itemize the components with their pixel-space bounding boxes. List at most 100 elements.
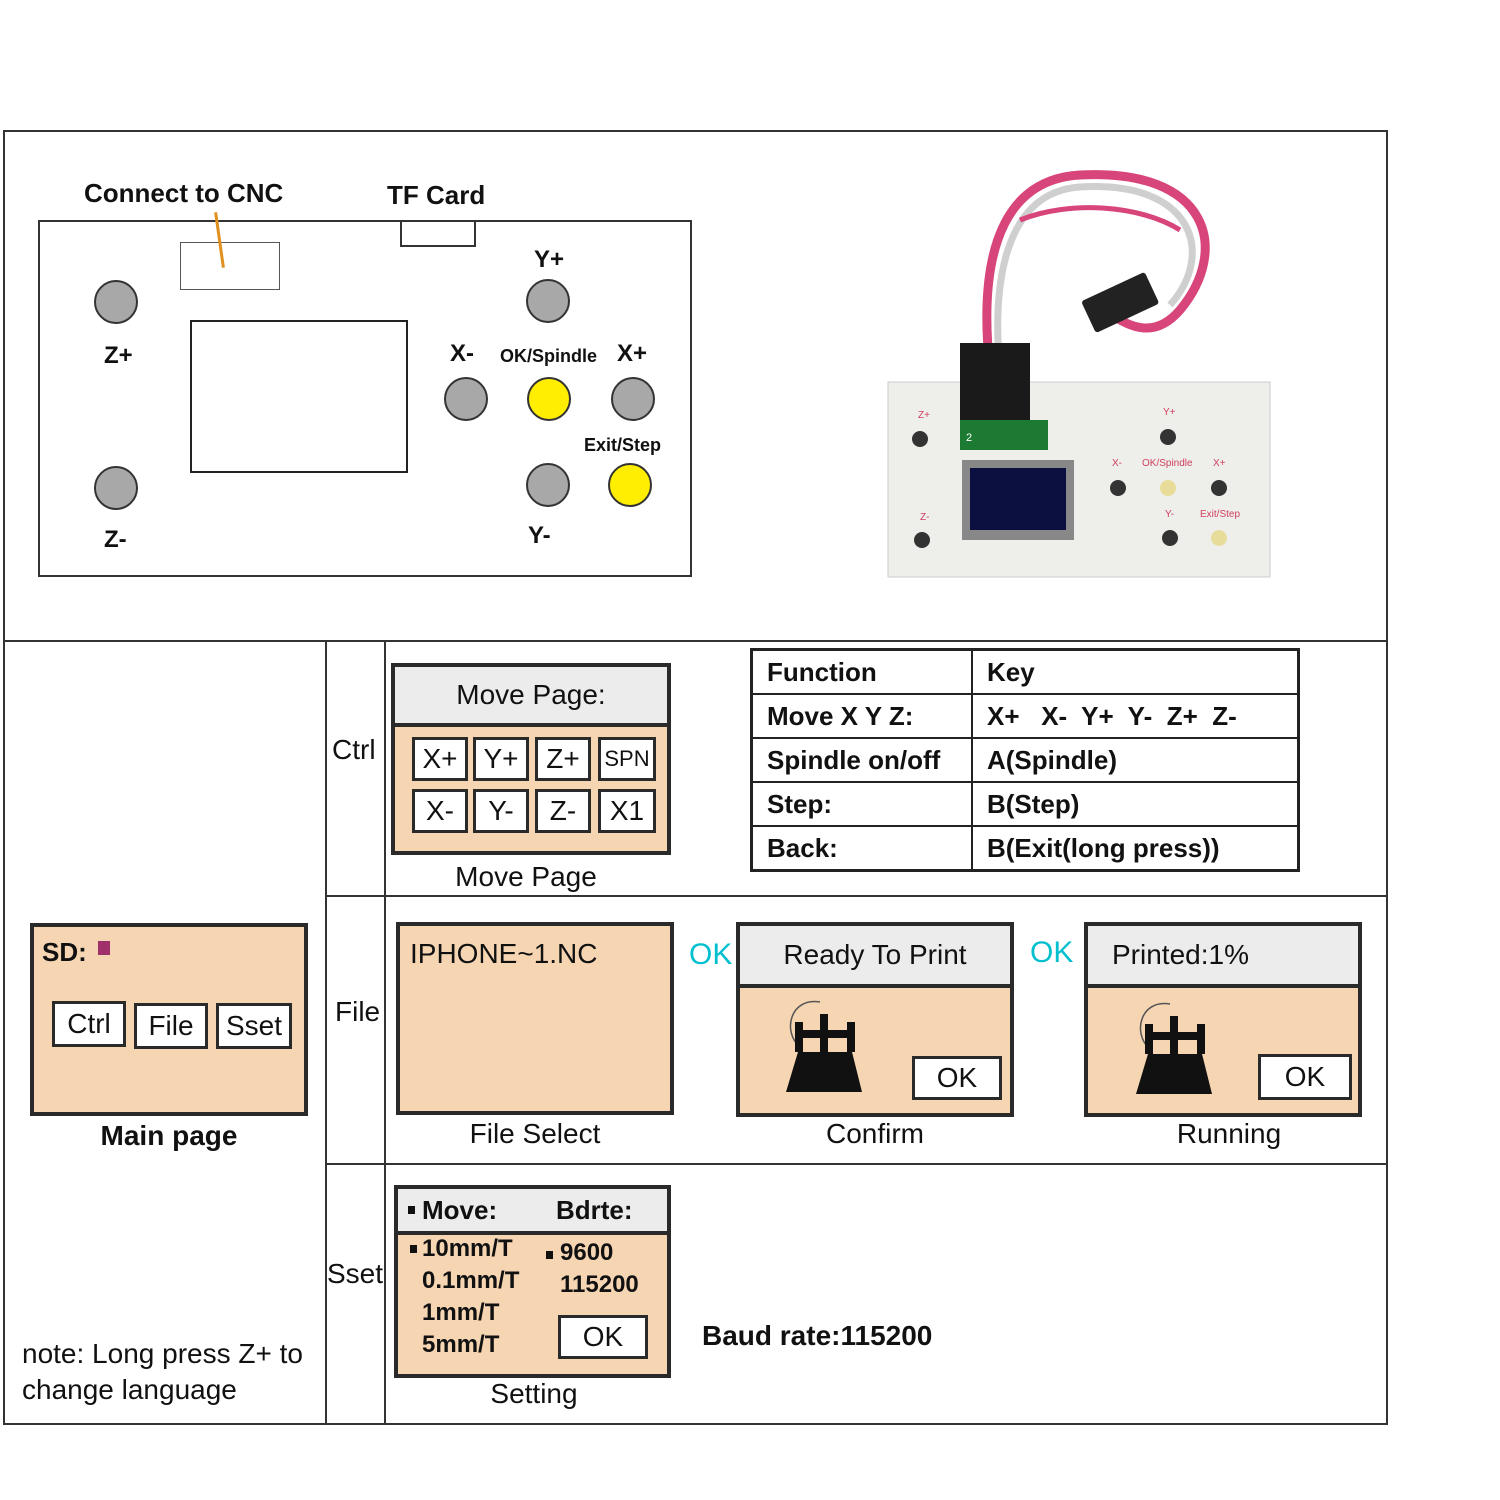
photo-z-minus-button	[914, 532, 930, 548]
x-plus-button	[611, 377, 655, 421]
grid-line	[325, 640, 327, 1425]
table-cell: B(Step)	[971, 781, 1300, 827]
move-option[interactable]: 0.1mm/T	[422, 1267, 520, 1294]
move-selected-marker	[408, 1206, 415, 1214]
ribbon-cable	[982, 170, 1210, 371]
baud-option[interactable]: 115200	[560, 1271, 639, 1298]
ok-transition-1: OK	[689, 938, 733, 971]
table-row: Step: B(Step)	[750, 781, 1300, 827]
setting-ok-button[interactable]: OK	[558, 1315, 648, 1359]
table-cell: Step:	[750, 781, 973, 827]
y-plus-label: Y+	[534, 246, 565, 273]
table-header-function: Function	[750, 648, 973, 695]
table-cell: A(Spindle)	[971, 737, 1300, 783]
lcd-screen-outline	[190, 320, 408, 473]
x-minus-button	[444, 377, 488, 421]
table-row: Back: B(Exit(long press))	[750, 825, 1300, 872]
sd-label: SD:	[42, 937, 87, 967]
table-cell: X+ X- Y+ Y- Z+ Z-	[971, 693, 1300, 739]
baud-option[interactable]: 9600	[560, 1239, 614, 1266]
main-page-caption: Main page	[100, 1120, 238, 1151]
grid-line	[384, 640, 386, 1425]
section-divider	[3, 640, 1388, 642]
ok-transition-2: OK	[1030, 936, 1074, 969]
z-minus-button	[94, 466, 138, 510]
table-header-key: Key	[971, 648, 1300, 695]
row-label-sset: Sset	[327, 1258, 384, 1289]
photo-y-plus-label: Y+	[1163, 407, 1176, 418]
key-z-plus[interactable]: Z+	[535, 737, 591, 781]
controller-board-diagram	[38, 220, 692, 577]
note-line-2: change language	[22, 1374, 237, 1405]
z-plus-button	[94, 280, 138, 324]
bdrte-label: Bdrte:	[556, 1195, 633, 1225]
table-header-row: Function Key	[750, 648, 1300, 695]
y-minus-button	[526, 463, 570, 507]
y-plus-button	[526, 279, 570, 323]
tf-card-slot	[400, 221, 476, 247]
move-page-caption: Move Page	[455, 861, 597, 892]
file-button[interactable]: File	[134, 1003, 208, 1049]
move-option[interactable]: 1mm/T	[422, 1299, 500, 1326]
photo-x-minus-label: X-	[1112, 458, 1122, 469]
setting-caption: Setting	[490, 1378, 578, 1409]
note-line-1: note: Long press Z+ to	[22, 1338, 303, 1369]
main-page-screen: SD: Ctrl File Sset	[30, 923, 308, 1116]
setting-screen: Move: Bdrte: 10mm/T 0.1mm/T 1mm/T 5mm/T …	[394, 1185, 671, 1378]
running-header-text: Printed:1%	[1112, 939, 1249, 970]
move-page-header: Move Page:	[395, 667, 667, 727]
controller-board	[887, 381, 1271, 578]
table-cell: Back:	[750, 825, 973, 872]
baud-rate-note: Baud rate:115200	[702, 1320, 933, 1351]
ribbon-connector	[1082, 272, 1159, 333]
move-page-screen: Move Page: X+ Y+ Z+ SPN X- Y- Z- X1	[391, 663, 671, 855]
file-name[interactable]: IPHONE~1.NC	[410, 938, 598, 969]
connect-cnc-label: Connect to CNC	[84, 178, 284, 208]
x-plus-label: X+	[617, 340, 648, 367]
product-photo: 2 Z+ Z- Y+ X- OK/Spindle X+ Y- Exit/Step	[887, 170, 1271, 578]
move-label: Move:	[422, 1195, 498, 1225]
table-cell: Spindle on/off	[750, 737, 973, 783]
running-header: Printed:1%	[1088, 926, 1358, 988]
key-y-minus[interactable]: Y-	[473, 789, 529, 833]
photo-x-minus-button	[1110, 480, 1126, 496]
row-label-ctrl: Ctrl	[332, 734, 376, 765]
move-page-header-text: Move Page:	[456, 679, 606, 710]
move-option[interactable]: 5mm/T	[422, 1331, 500, 1358]
key-x-minus[interactable]: X-	[412, 789, 468, 833]
confirm-screen: Ready To Print OK	[736, 922, 1014, 1117]
confirm-header-text: Ready To Print	[783, 939, 967, 970]
photo-z-plus-button	[912, 431, 928, 447]
table-row: Move X Y Z: X+ X- Y+ Y- Z+ Z-	[750, 693, 1300, 739]
running-ok-button[interactable]: OK	[1258, 1054, 1352, 1100]
key-y-plus[interactable]: Y+	[473, 737, 529, 781]
file-select-screen: IPHONE~1.NC	[396, 922, 674, 1115]
x-minus-label: X-	[450, 340, 474, 367]
photo-ok-label: OK/Spindle	[1142, 458, 1193, 469]
key-x-plus[interactable]: X+	[412, 737, 468, 781]
z-plus-label: Z+	[104, 342, 133, 369]
running-caption: Running	[1176, 1118, 1282, 1149]
table-cell: Move X Y Z:	[750, 693, 973, 739]
ctrl-button[interactable]: Ctrl	[52, 1001, 126, 1047]
key-spn[interactable]: SPN	[598, 737, 656, 781]
table-cell: B(Exit(long press))	[971, 825, 1300, 872]
photo-ok-button	[1160, 480, 1176, 496]
sset-button[interactable]: Sset	[216, 1003, 292, 1049]
exit-step-label: Exit/Step	[584, 435, 662, 455]
photo-exit-label: Exit/Step	[1200, 509, 1240, 520]
pcb-text: 2	[966, 432, 972, 444]
pcb-strip	[960, 420, 1048, 450]
grid-line	[325, 895, 1388, 897]
confirm-ok-button[interactable]: OK	[912, 1056, 1002, 1100]
y-minus-label: Y-	[528, 522, 551, 549]
photo-x-plus-label: X+	[1213, 458, 1226, 469]
photo-y-plus-button	[1160, 429, 1176, 445]
outer-frame	[3, 130, 1388, 1425]
move-option[interactable]: 10mm/T	[422, 1235, 513, 1262]
ok-spindle-button	[527, 377, 571, 421]
key-x1[interactable]: X1	[598, 789, 656, 833]
photo-z-plus-label: Z+	[918, 410, 930, 421]
z-minus-label: Z-	[104, 526, 127, 553]
key-z-minus[interactable]: Z-	[535, 789, 591, 833]
